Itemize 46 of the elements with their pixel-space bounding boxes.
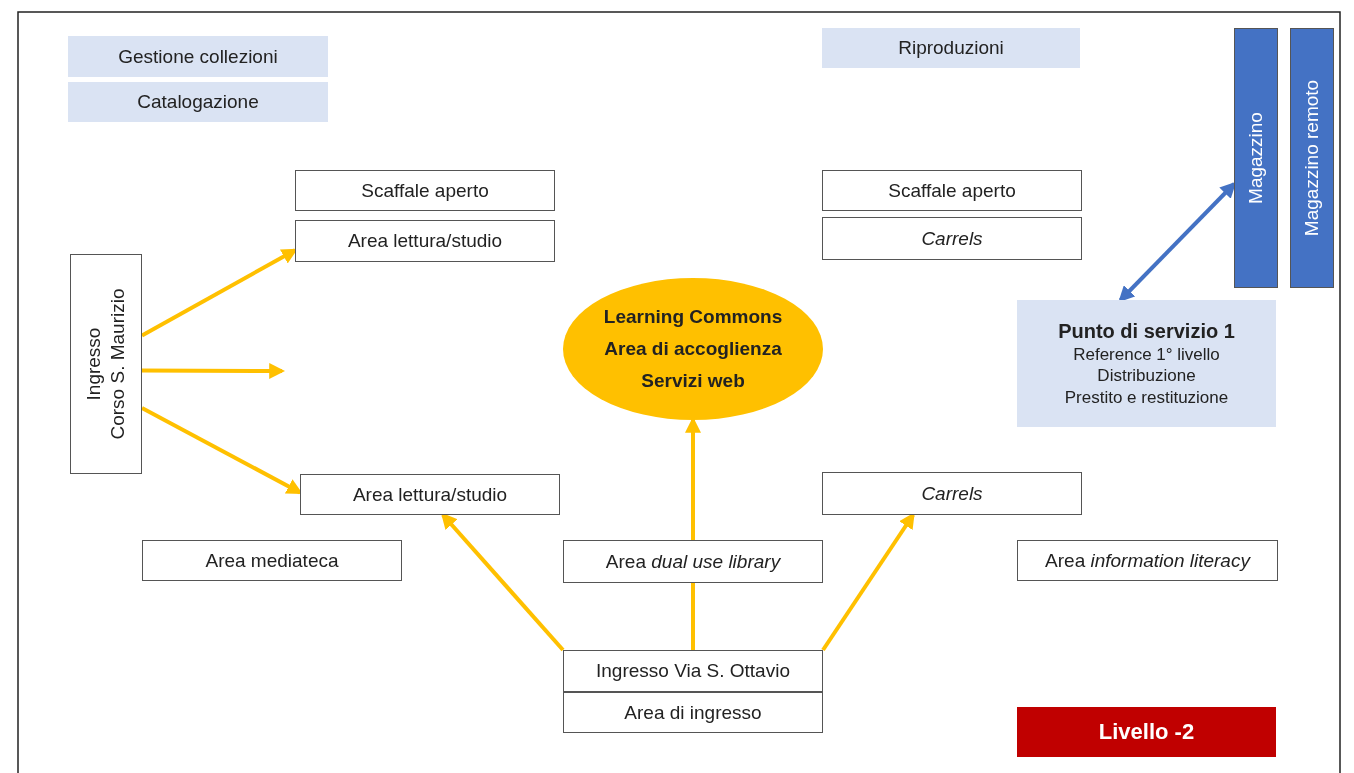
label-box bbox=[822, 170, 1082, 211]
label-text: Gestione collezioni bbox=[118, 44, 278, 69]
label-box bbox=[1017, 540, 1278, 581]
label-text: Corso S. Maurizio bbox=[106, 288, 129, 440]
label-text: Ingresso bbox=[82, 326, 106, 403]
label-box bbox=[822, 28, 1080, 68]
label-box bbox=[563, 692, 823, 733]
label-text: Carrels bbox=[921, 481, 983, 506]
label-box bbox=[563, 650, 823, 692]
level-badge bbox=[1017, 707, 1276, 757]
label-text: Area information literacy bbox=[1045, 548, 1250, 573]
label-text: Scaffale aperto bbox=[361, 178, 489, 203]
heading-text: Punto di servizio 1 bbox=[1058, 319, 1235, 345]
label-box bbox=[822, 217, 1082, 260]
label-text: Catalogazione bbox=[137, 90, 259, 114]
service-box bbox=[1017, 300, 1276, 427]
label-text: Reference 1° livello bbox=[1073, 344, 1220, 366]
label-box bbox=[68, 36, 328, 77]
label-text: Magazzino remoto bbox=[1300, 79, 1324, 237]
label-text: Area di accoglienza bbox=[604, 337, 782, 361]
label-box bbox=[142, 540, 402, 581]
label-text: Carrels bbox=[921, 226, 983, 251]
label-text: Area lettura/studio bbox=[352, 482, 508, 507]
label-text: Distribuzione bbox=[1097, 365, 1196, 387]
label-text: Area dual use library bbox=[605, 549, 781, 574]
arrow bbox=[142, 362, 286, 379]
label-box bbox=[68, 82, 328, 122]
label-text: Prestito e restituzione bbox=[1064, 386, 1229, 408]
storage-bar bbox=[1290, 28, 1334, 288]
label-text: Magazzino bbox=[1244, 112, 1268, 204]
label-text: Riproduzioni bbox=[898, 36, 1004, 60]
entrance-box bbox=[70, 254, 142, 474]
label-box bbox=[295, 220, 555, 262]
label-box bbox=[822, 472, 1082, 515]
label-text: Area mediateca bbox=[205, 548, 339, 573]
label-text: Area lettura/studio bbox=[347, 229, 503, 253]
label-text: Ingresso Via S. Ottavio bbox=[596, 659, 790, 683]
label-text: Livello -2 bbox=[1098, 718, 1195, 746]
label-box bbox=[563, 540, 823, 583]
label-text: Scaffale aperto bbox=[888, 178, 1016, 203]
label-text: Servizi web bbox=[641, 368, 745, 393]
label-text: Learning Commons bbox=[603, 305, 783, 330]
label-box bbox=[300, 474, 560, 515]
storage-bar bbox=[1234, 28, 1278, 288]
label-box bbox=[295, 170, 555, 211]
label-text: Area di ingresso bbox=[624, 700, 762, 725]
